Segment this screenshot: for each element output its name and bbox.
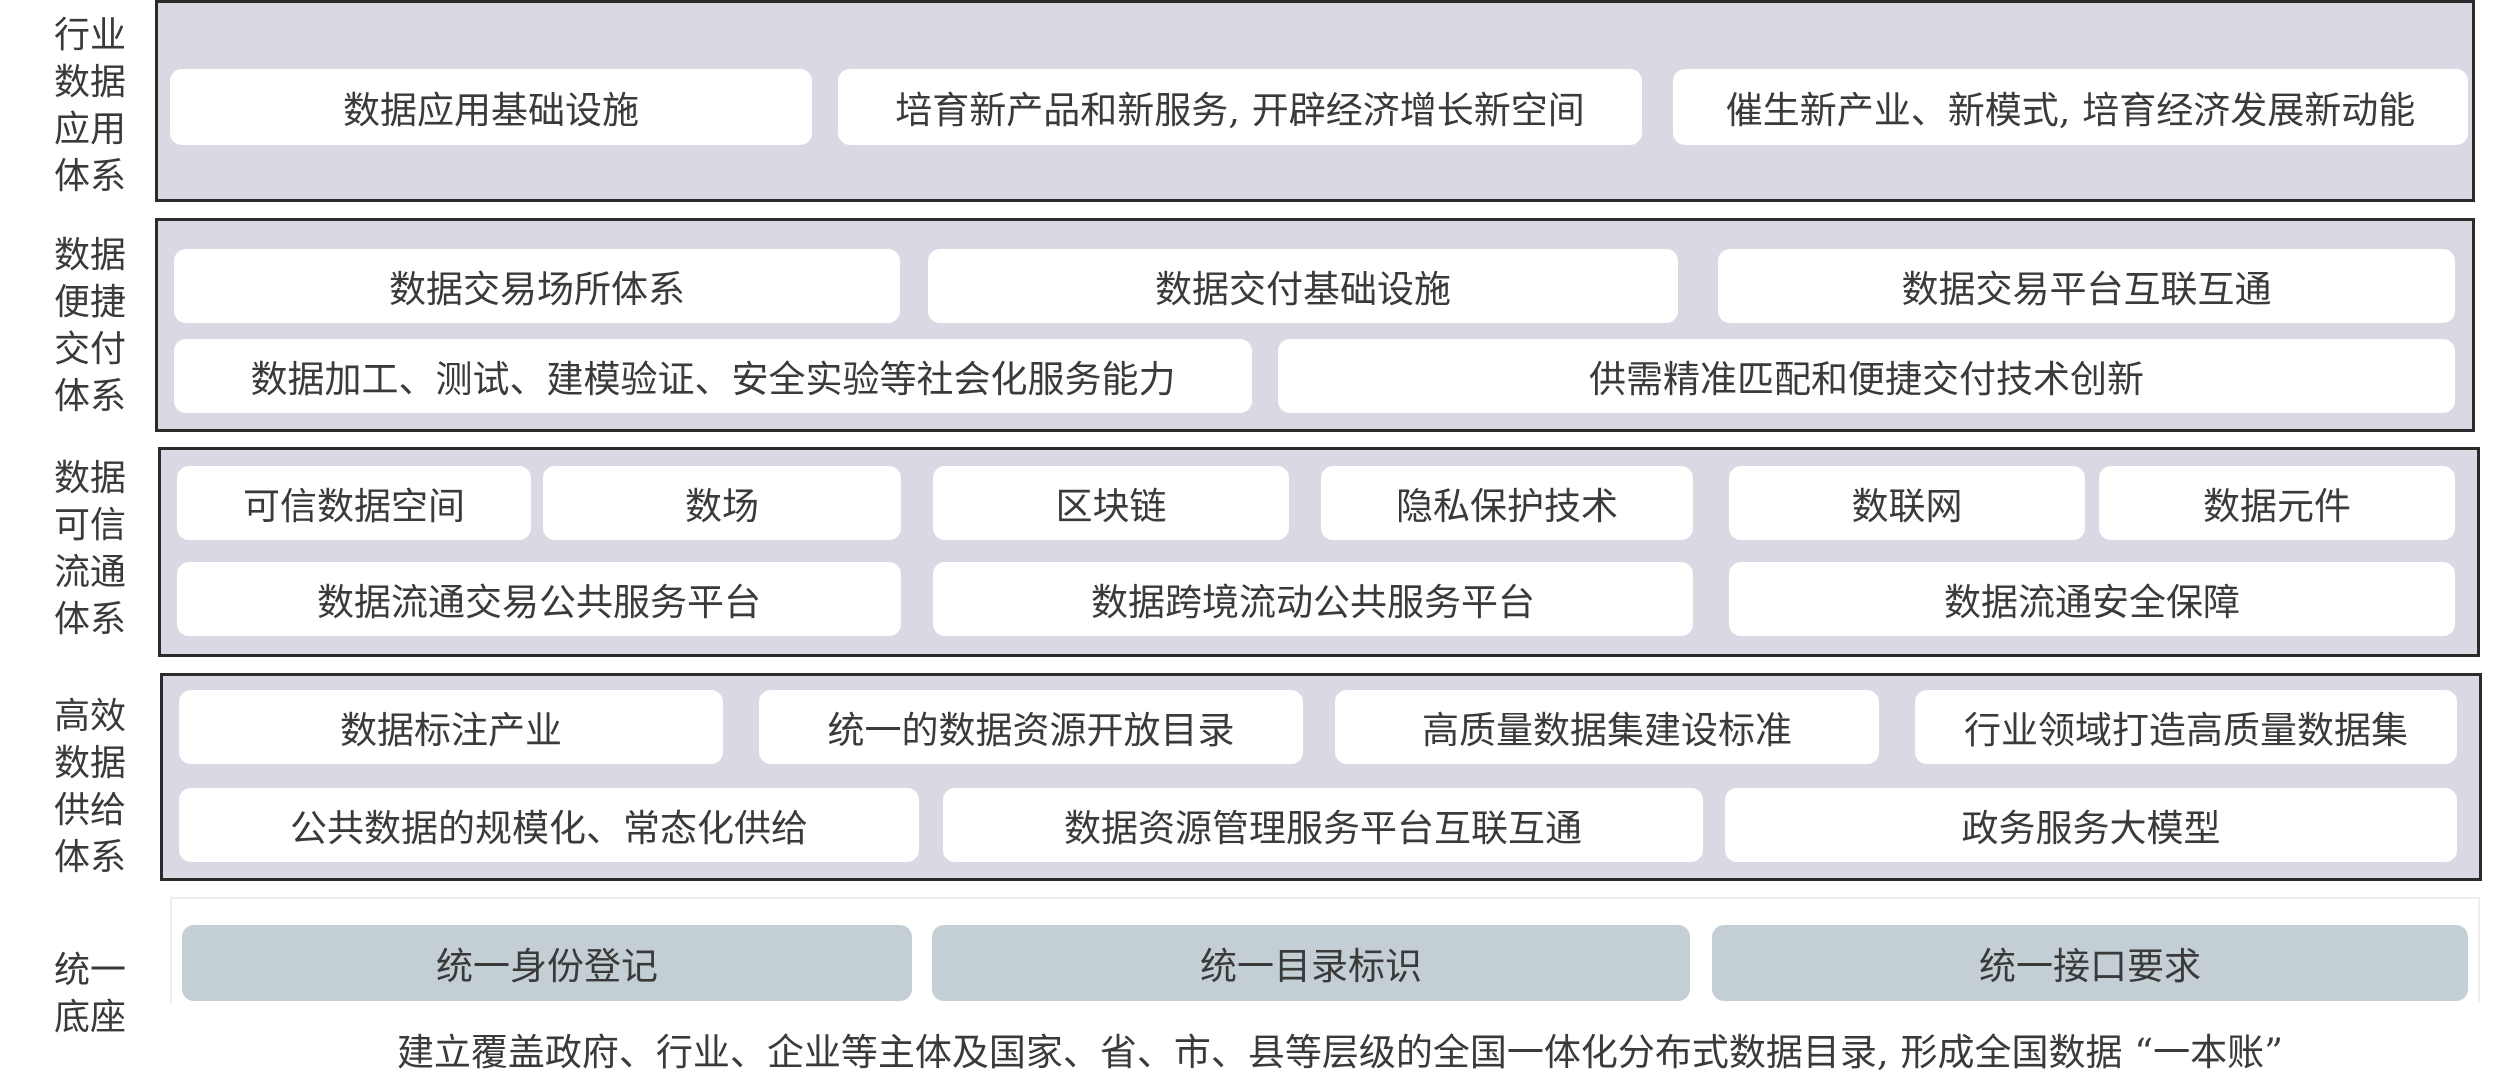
layer-label-circulation: 数据 可信 流通 体系 [53,458,126,640]
item-box: 数据应用基础设施 [170,69,812,145]
item-box: 供需精准匹配和便捷交付技术创新 [1278,339,2455,413]
item-box: 政务服务大模型 [1725,788,2457,862]
layer-label-foundation: 统一 底座 [53,950,126,1038]
layer-label-delivery: 数据 便捷 交付 体系 [53,235,126,417]
footer-caption: 建立覆盖政府、行业、企业等主体及国家、省、市、县等层级的全国一体化分布式数据目录… [396,1031,2284,1074]
item-box: 催生新产业、新模式, 培育经济发展新动能 [1673,69,2468,145]
item-box: 隐私保护技术 [1321,466,1693,540]
item-box: 区块链 [933,466,1289,540]
item-box: 统一目录标识 [932,925,1690,1001]
layer-label-supply: 高效 数据 供给 体系 [53,696,126,878]
item-box: 数据交付基础设施 [928,249,1678,323]
item-box: 公共数据的规模化、常态化供给 [179,788,919,862]
item-box: 数联网 [1729,466,2085,540]
layer-panel-supply: 数据标注产业 统一的数据资源开放目录 高质量数据集建设标准 行业领域打造高质量数… [160,673,2482,881]
layer-panel-application: 数据应用基础设施 培育新产品和新服务, 开辟经济增长新空间 催生新产业、新模式,… [155,0,2475,202]
item-box: 数据跨境流动公共服务平台 [933,562,1693,636]
item-box: 可信数据空间 [177,466,531,540]
item-box: 数据流通安全保障 [1729,562,2455,636]
item-box: 数据加工、测试、建模验证、安全实验等社会化服务能力 [174,339,1252,413]
layer-panel-circulation: 可信数据空间 数场 区块链 隐私保护技术 数联网 数据元件 数据流通交易公共服务… [158,447,2480,657]
layer-panel-foundation: 统一身份登记 统一目录标识 统一接口要求 [170,897,2480,1003]
item-box: 数据交易平台互联互通 [1718,249,2455,323]
item-box: 数据元件 [2099,466,2455,540]
item-box: 数据流通交易公共服务平台 [177,562,901,636]
item-box: 统一的数据资源开放目录 [759,690,1303,764]
item-box: 统一身份登记 [182,925,912,1001]
item-box: 统一接口要求 [1712,925,2468,1001]
item-box: 高质量数据集建设标准 [1335,690,1879,764]
item-box: 培育新产品和新服务, 开辟经济增长新空间 [838,69,1642,145]
item-box: 数场 [543,466,901,540]
layer-panel-delivery: 数据交易场所体系 数据交付基础设施 数据交易平台互联互通 数据加工、测试、建模验… [155,218,2475,432]
item-box: 数据标注产业 [179,690,723,764]
item-box: 数据交易场所体系 [174,249,900,323]
layer-label-application: 行业 数据 应用 体系 [53,15,126,197]
item-box: 行业领域打造高质量数据集 [1915,690,2457,764]
item-box: 数据资源管理服务平台互联互通 [943,788,1703,862]
